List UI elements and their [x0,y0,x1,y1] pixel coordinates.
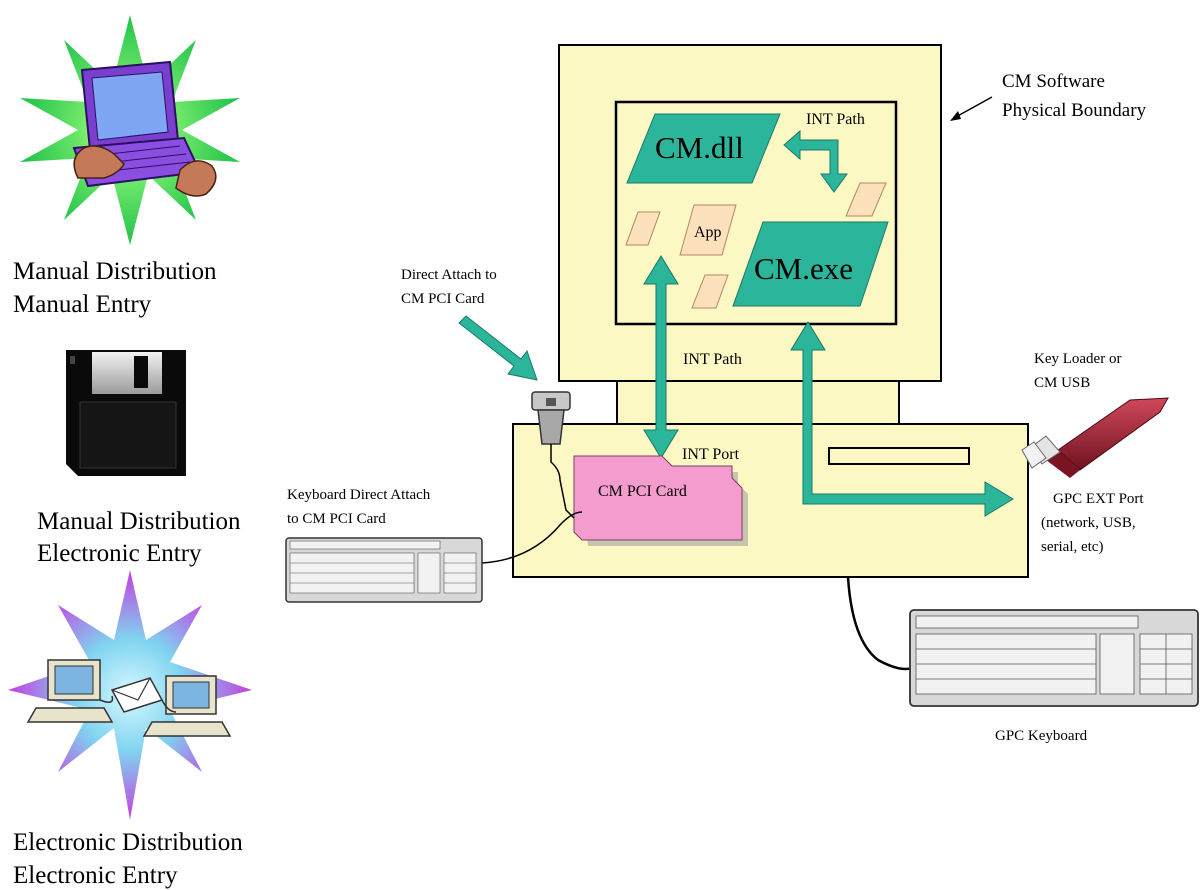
cm-dll-label: CM.dll [655,130,744,165]
manual-manual-icon [20,15,240,245]
small-keyboard-icon [285,537,483,603]
key-loader-line2: CM USB [1034,375,1090,391]
app-label: App [694,224,722,241]
manual-electronic-line1: Manual Distribution [37,508,241,535]
floppy-disk-icon [66,350,186,476]
key-loader-line1: Key Loader or [1034,351,1121,367]
int-path-top-label: INT Path [806,111,865,128]
peach-block [625,211,661,246]
keyboard-direct-line2: to CM PCI Card [287,511,386,527]
cm-exe-label: CM.exe [754,251,853,286]
gpc-ext-line1: GPC EXT Port [1053,491,1144,507]
computer-left-icon [26,659,114,723]
gpc-keyboard-icon [909,609,1199,707]
boundary-pointer [953,96,993,119]
boundary-label-line2: Physical Boundary [1002,100,1147,121]
app-box [679,204,737,256]
direct-attach-arrow [458,315,538,381]
pci-card-label: CM PCI Card [598,483,687,500]
manual-manual-line2: Manual Entry [13,291,152,318]
gpc-keyboard-cable [846,576,913,671]
electronic-electronic-icon [8,570,252,820]
electronic-electronic-line1: Electronic Distribution [13,829,243,856]
cm-exe-box [732,221,889,307]
keyboard-direct-cable [481,511,583,564]
direct-attach-line1: Direct Attach to [401,267,497,283]
peach-block [845,182,887,217]
ext-path-arrow [790,321,1014,517]
gpc-keyboard-label: GPC Keyboard [995,728,1088,744]
manual-manual-line1: Manual Distribution [13,258,217,285]
serial-connector-icon [531,391,575,519]
gpc-ext-line3: serial, etc) [1041,539,1103,555]
int-port-label: INT Port [682,446,740,463]
manual-electronic-line2: Electronic Entry [37,540,202,567]
int-path-label: INT Path [683,351,742,368]
hands-icon [73,145,217,197]
boundary-pointer-head [950,111,961,121]
computer-right-icon [142,675,232,737]
boundary-label-line1: CM Software [1002,71,1105,92]
gpc-ext-line2: (network, USB, [1041,515,1136,531]
direct-attach-line2: CM PCI Card [401,291,485,307]
cm-pci-card [573,455,748,546]
electronic-electronic-line2: Electronic Entry [13,862,178,889]
cm-dll-box [626,113,781,184]
keyboard-direct-line1: Keyboard Direct Attach [287,487,431,503]
peach-block [691,274,729,309]
drive-slot [828,447,970,465]
usb-key-icon [1021,397,1169,478]
int-path-top-arrow [783,129,848,193]
